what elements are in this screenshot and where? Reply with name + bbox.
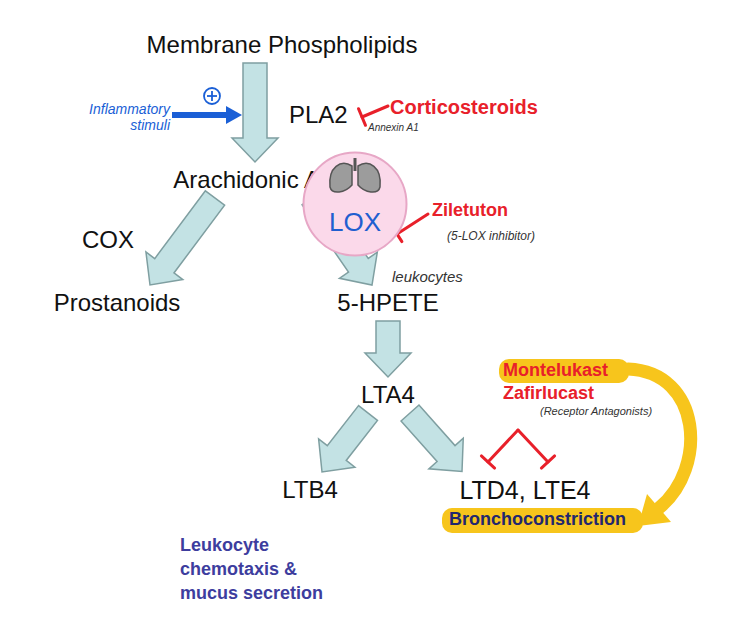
annotation-text: (5-LOX inhibitor) <box>447 229 535 243</box>
pathway-step: LTA4 <box>358 380 418 410</box>
annotation-text: Annexin A1 <box>368 122 419 134</box>
metabolite-name: LTB4 <box>282 476 338 504</box>
pathway-arrow <box>302 191 377 285</box>
enzyme-name: LOX <box>302 207 408 238</box>
annotation-text: (Receptor Antagonists) <box>540 405 652 418</box>
pathway-step: 5-HPETE <box>334 288 441 318</box>
inhibition-marks <box>359 106 555 468</box>
pathway-arrow <box>365 321 411 377</box>
annotation-text: Leukocyte chemotaxis & mucus secretion <box>180 533 335 605</box>
pathway-step: LTD4, LTE4 <box>456 475 593 506</box>
callout-arrowhead <box>638 494 671 526</box>
pathway-arrow <box>146 191 225 285</box>
metabolite-name: 5-HPETE <box>337 289 438 317</box>
enzyme-circle: LOX <box>302 151 408 257</box>
pathway-arrow <box>319 406 378 472</box>
metabolite-name: LTA4 <box>361 381 415 409</box>
annotation-text: COX <box>82 226 134 254</box>
annotation-text: Inflammatory stimuli <box>78 101 170 133</box>
metabolite-name: Membrane Phospholipids <box>147 31 418 59</box>
stimulus-arrowhead <box>226 106 242 124</box>
plus-symbol <box>211 91 213 101</box>
annotation-text: Ziletuton <box>432 200 508 221</box>
annotation-text: Zafirlucast <box>503 383 594 404</box>
annotation-text: Bronchoconstriction <box>449 509 626 530</box>
pathway-step: LTB4 <box>279 475 341 505</box>
lung-icon <box>330 158 380 192</box>
annotation-text: Corticosteroids <box>390 96 538 119</box>
annotation-text: leukocytes <box>392 268 463 285</box>
annotation-text: Montelukast <box>503 360 608 381</box>
pathway-arrow <box>232 63 278 162</box>
stimulus-arrow <box>172 112 228 118</box>
annotation-text: PLA2 <box>289 101 348 129</box>
pathway-step: Membrane Phospholipids <box>144 30 421 60</box>
node-outline <box>302 151 408 257</box>
highlight-band <box>499 359 629 383</box>
highlight-band <box>442 508 643 533</box>
plus-symbol <box>204 88 220 104</box>
pathway-step: Prostanoids <box>51 288 184 318</box>
pathway-arrow <box>401 405 463 471</box>
metabolite-name: Prostanoids <box>54 289 181 317</box>
callout-arrow <box>628 369 691 508</box>
cell-circle <box>304 153 407 256</box>
metabolite-name: LTD4, LTE4 <box>459 476 590 505</box>
